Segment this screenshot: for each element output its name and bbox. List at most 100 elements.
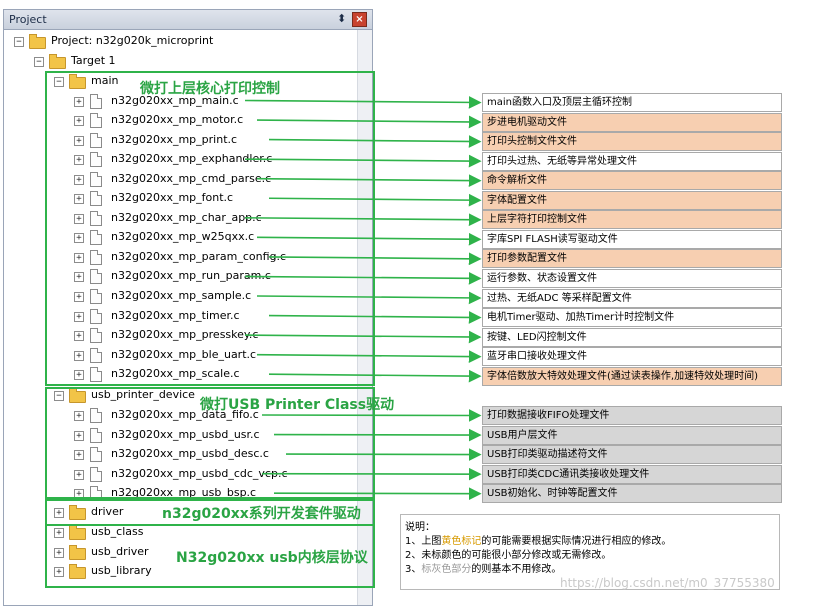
- expand-toggle-icon[interactable]: +: [74, 194, 84, 205]
- tree-folder-usb[interactable]: − usb_printer_device: [4, 386, 356, 404]
- expand-toggle-icon[interactable]: −: [54, 391, 64, 401]
- expand-toggle-icon[interactable]: +: [74, 213, 84, 224]
- file-icon: [90, 152, 102, 168]
- tree-item-label: usb_library: [91, 564, 152, 578]
- usb-group-title: 微打USB Printer Class驱动: [200, 397, 395, 413]
- tree-file-main[interactable]: +n32g020xx_mp_timer.c: [4, 307, 356, 325]
- file-icon: [90, 230, 102, 246]
- expand-toggle-icon[interactable]: +: [74, 350, 84, 361]
- connector-arrow: [256, 232, 482, 246]
- tree-folder-lib[interactable]: +usb_driver: [4, 543, 356, 561]
- vertical-scrollbar[interactable]: [357, 30, 372, 605]
- file-icon: [90, 308, 102, 324]
- tree-folder-driver[interactable]: +driver: [4, 503, 356, 521]
- tree-item-label: n32g020xx_mp_exphandler.c: [111, 152, 273, 166]
- expand-toggle-icon[interactable]: +: [74, 174, 84, 185]
- tree-item-label: n32g020xx_mp_scale.c: [111, 367, 240, 381]
- expand-toggle-icon[interactable]: +: [54, 528, 64, 538]
- tree-item-label: n32g020xx_mp_print.c: [111, 132, 238, 146]
- tree-item-label: n32g020xx_mp_run_param.c: [111, 269, 271, 283]
- expand-toggle-icon[interactable]: +: [74, 430, 84, 441]
- expand-toggle-icon[interactable]: +: [74, 469, 84, 480]
- expand-toggle-icon[interactable]: +: [74, 450, 84, 461]
- connector-arrow: [273, 487, 482, 501]
- file-icon: [90, 191, 102, 207]
- expand-toggle-icon[interactable]: +: [74, 331, 84, 342]
- file-icon: [90, 408, 102, 423]
- tree-file-main[interactable]: + n32g020xx_mp_scale.c: [4, 365, 356, 383]
- tree-file-main[interactable]: + n32g020xx_mp_sample.c: [4, 287, 356, 305]
- connector-arrow: [256, 350, 482, 363]
- tree-folder-lib[interactable]: + usb_class: [4, 523, 356, 541]
- expand-toggle-icon[interactable]: +: [74, 311, 84, 322]
- expand-toggle-icon[interactable]: +: [54, 508, 64, 518]
- tree-file-main[interactable]: +n32g020xx_mp_font.c: [4, 189, 356, 207]
- tree-file-main[interactable]: +n32g020xx_mp_presskey.c: [4, 326, 356, 344]
- file-icon: [90, 249, 102, 265]
- tree-project[interactable]: − Project: n32g020k_microprint: [4, 32, 356, 50]
- tree-folder-lib[interactable]: + usb_library: [4, 562, 356, 580]
- tree-file-main[interactable]: + n32g020xx_mp_motor.c: [4, 111, 356, 129]
- tree-item-label: n32g020xx_mp_ble_uart.c: [111, 347, 257, 361]
- tree-folder-main[interactable]: −main: [4, 72, 356, 90]
- expand-toggle-icon[interactable]: +: [74, 292, 84, 302]
- expand-toggle-icon[interactable]: +: [74, 116, 84, 127]
- expand-toggle-icon[interactable]: +: [74, 96, 84, 107]
- connector-arrow: [244, 96, 482, 109]
- expand-toggle-icon[interactable]: −: [34, 57, 44, 67]
- description-main: 打印头控制文件文件: [482, 132, 782, 152]
- tree-item-label: n32g020xx_mp_usbd_usr.c: [111, 427, 260, 441]
- tree-file-usb[interactable]: +n32g020xx_mp_data_fifo.c: [4, 406, 356, 424]
- tree-file-main[interactable]: +n32g020xx_mp_main.c: [4, 92, 356, 110]
- tree-target[interactable]: −Target 1: [4, 52, 356, 70]
- description-main: 打印参数配置文件: [482, 249, 782, 269]
- expand-toggle-icon[interactable]: +: [74, 135, 84, 146]
- file-icon: [90, 328, 102, 344]
- expand-toggle-icon[interactable]: +: [74, 272, 84, 283]
- description-main: main函数入口及顶层主循环控制: [482, 93, 782, 112]
- close-icon[interactable]: ×: [352, 12, 367, 27]
- expand-toggle-icon[interactable]: +: [54, 567, 64, 578]
- tree-file-main[interactable]: + n32g020xx_mp_exphandler.c: [4, 150, 356, 168]
- description-main: 蓝牙串口接收处理文件: [482, 347, 782, 367]
- expand-toggle-icon[interactable]: +: [74, 155, 84, 166]
- tree-file-main[interactable]: + n32g020xx_mp_char_app.c: [4, 209, 356, 227]
- tree-item-label: n32g020xx_mp_char_app.c: [111, 210, 262, 224]
- connector-arrow: [261, 409, 482, 422]
- tree-file-main[interactable]: +n32g020xx_mp_param_config.c: [4, 248, 356, 266]
- tree-item-label: usb_class: [91, 525, 144, 538]
- tree-item-label: n32g020xx_mp_sample.c: [111, 289, 252, 302]
- expand-toggle-icon[interactable]: −: [54, 77, 64, 87]
- tree-file-main[interactable]: + n32g020xx_mp_print.c: [4, 131, 356, 149]
- expand-toggle-icon[interactable]: −: [14, 37, 24, 47]
- tree-file-main[interactable]: +n32g020xx_mp_w25qxx.c: [4, 228, 356, 246]
- expand-toggle-icon[interactable]: +: [74, 252, 84, 263]
- tree-file-main[interactable]: + n32g020xx_mp_ble_uart.c: [4, 346, 356, 364]
- expand-toggle-icon[interactable]: +: [54, 547, 64, 558]
- tree-item-label: Project: n32g020k_microprint: [51, 34, 214, 47]
- description-usb: USB用户层文件: [482, 425, 782, 445]
- folder-icon: [49, 54, 66, 69]
- tree-item-label: n32g020xx_mp_motor.c: [111, 113, 244, 127]
- connector-arrow: [244, 271, 482, 285]
- watermark: https://blog.csdn.net/m0_37755380: [560, 576, 775, 590]
- description-main: 字库SPI FLASH读写驱动文件: [482, 229, 782, 249]
- expand-toggle-icon[interactable]: +: [74, 370, 84, 381]
- main-group-title: 微打上层核心打印控制: [140, 81, 280, 97]
- file-icon: [90, 367, 102, 383]
- expand-toggle-icon[interactable]: +: [74, 411, 84, 421]
- tree-file-usb[interactable]: +n32g020xx_mp_usbd_cdc_vcp.c: [4, 465, 356, 483]
- file-icon: [90, 210, 102, 226]
- tree-file-usb[interactable]: + n32g020xx_mp_usbd_usr.c: [4, 426, 356, 444]
- project-panel: Project ⬍ × −Project: n32g020k_microprin…: [3, 9, 373, 606]
- folder-icon: [69, 525, 86, 540]
- usb-group-box: [45, 387, 375, 499]
- tree-item-label: usb_printer_device: [91, 388, 195, 401]
- pin-icon[interactable]: ⬍: [337, 12, 347, 25]
- description-main: 按键、LED闪控制文件: [482, 327, 782, 347]
- tree-file-main[interactable]: + n32g020xx_mp_run_param.c: [4, 267, 356, 285]
- tree-file-main[interactable]: +n32g020xx_mp_cmd_parse.c: [4, 170, 356, 188]
- file-icon: [90, 447, 102, 463]
- expand-toggle-icon[interactable]: +: [74, 233, 84, 244]
- tree-file-usb[interactable]: +n32g020xx_mp_usbd_desc.c: [4, 445, 356, 463]
